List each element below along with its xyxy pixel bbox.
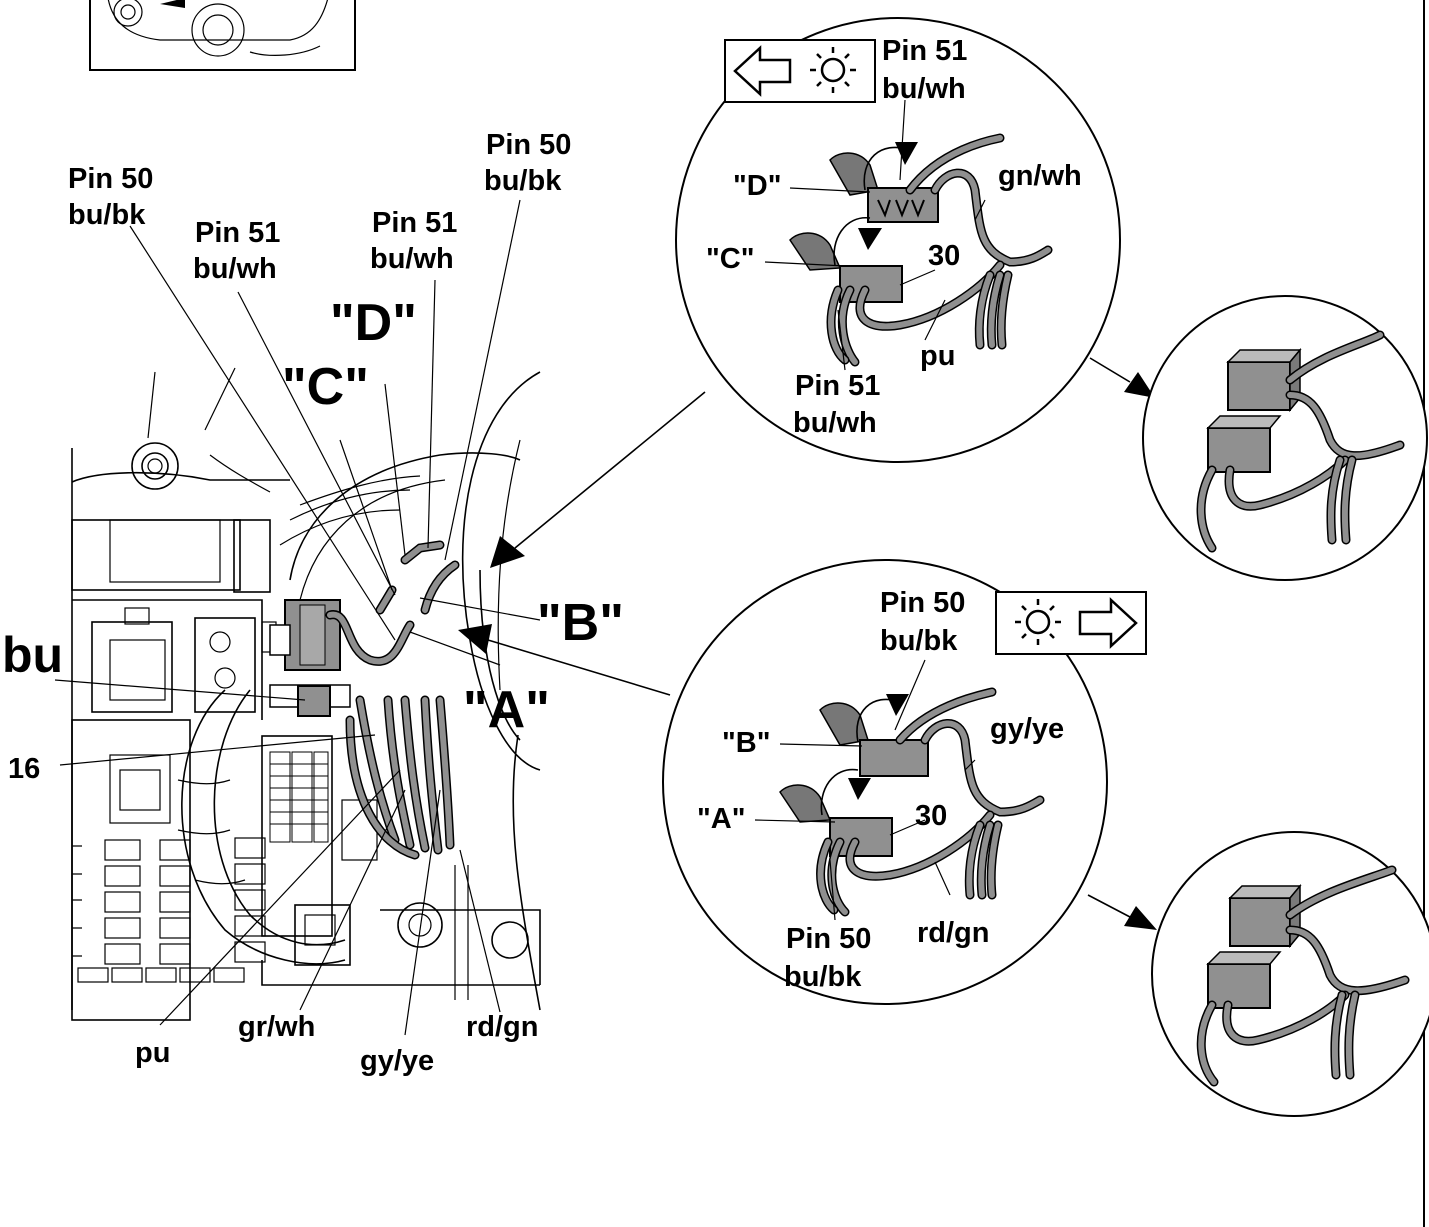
top-label-pin51b-line1: Pin 51 [795,370,880,402]
connector-b [819,702,929,777]
lamp-icon [1015,599,1061,645]
label-conn-a: "A" [463,681,550,739]
leader-lines [54,199,541,1036]
detail-top-result [1142,295,1428,581]
label-conn-c: "C" [282,358,369,416]
main-labels: Pin 50 bu/bk Pin 51 bu/wh Pin 51 bu/wh P… [2,129,624,1077]
bottom-label-gyye: gy/ye [990,713,1064,745]
bottom-label-pin50-line1: Pin 50 [880,587,965,619]
bottom-label-conn-b: "B" [722,727,770,759]
label-bu: bu [2,627,63,683]
label-pin50-mid-line1: Pin 50 [486,129,571,161]
fuse-box-illustration [71,367,541,1021]
label-conn-d: "D" [330,294,417,352]
vehicle-thumbnail [89,0,356,71]
callout-arrows [458,357,1157,930]
arrow-head-icon [1124,906,1157,930]
fuse-row [72,837,266,983]
detail-bottom-result [1151,831,1429,1117]
arrow-head-icon [1124,372,1155,398]
label-pin51-mid-line1: Pin 51 [372,207,457,239]
label-rdgn: rd/gn [466,1011,539,1043]
bottom-label-pin50b-line2: bu/bk [784,961,862,993]
label-pin50-mid-line2: bu/bk [484,165,562,197]
arrow-head-icon [490,536,525,568]
label-16: 16 [8,753,40,785]
bottom-label-30: 30 [915,800,947,832]
arrow-left-icon [733,45,792,97]
top-label-gnwh: gn/wh [998,160,1082,192]
top-label-pin51-line1: Pin 51 [882,35,967,67]
label-grwh: gr/wh [238,1011,315,1043]
arrow-right-icon [1078,597,1138,649]
direction-arrow-icon [160,0,185,8]
label-pin51-left-line2: bu/wh [193,253,277,285]
top-label-conn-c: "C" [706,243,754,275]
bottom-label-pin50-line2: bu/bk [880,625,958,657]
detail-top: Pin 51 bu/wh "D" "C" gn/wh 30 pu Pin 51 … [675,17,1121,463]
top-label-30: 30 [928,240,960,272]
label-pin51-mid-line2: bu/wh [370,243,454,275]
bottom-label-rdgn: rd/gn [917,917,990,949]
top-label-pin51b-line2: bu/wh [793,407,877,439]
label-gyye: gy/ye [360,1045,434,1077]
connector-a [779,784,893,857]
label-pin50-left-line1: Pin 50 [68,163,153,195]
top-label-conn-d: "D" [733,170,781,202]
top-label-pin51-line2: bu/wh [882,73,966,105]
bottom-label-conn-a: "A" [697,803,745,835]
connector-pins [269,751,329,843]
detail-bottom: Pin 50 bu/bk "B" "A" gy/ye 30 rd/gn Pin … [662,559,1147,1005]
arrow-head-icon [458,624,492,654]
label-pin51-left-line1: Pin 51 [195,217,280,249]
label-pin50-left-line2: bu/bk [68,199,146,231]
connector-d [829,152,939,223]
label-pu: pu [135,1037,170,1069]
label-conn-b: "B" [537,594,624,652]
lamp-icon [810,47,856,93]
bottom-label-pin50b-line1: Pin 50 [786,923,871,955]
top-label-pu: pu [920,340,955,372]
wire-bundle [345,695,455,860]
